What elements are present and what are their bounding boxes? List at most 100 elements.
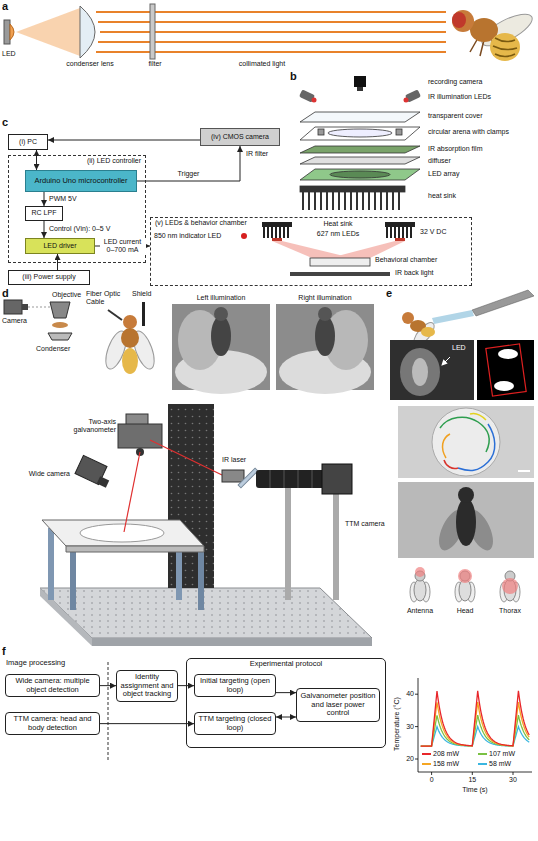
part-label: Heat sink xyxy=(316,220,360,228)
arena-trajectories xyxy=(432,408,500,476)
connector-arrow xyxy=(44,192,45,206)
connector-arrow xyxy=(48,140,200,141)
led-source xyxy=(4,20,10,44)
arena-stack xyxy=(300,169,420,180)
illumination-photos xyxy=(318,307,332,321)
legend-swatch xyxy=(478,763,487,765)
connector-arrow xyxy=(57,254,58,270)
tethered-fly xyxy=(108,310,122,320)
tethered-fly xyxy=(121,328,139,348)
laser-beams xyxy=(124,440,222,532)
box-text: TTM camera: head and body detection xyxy=(9,715,96,732)
led-probe-fly xyxy=(472,290,534,316)
part-label: Camera xyxy=(2,317,34,325)
connector-arrow xyxy=(276,692,296,693)
heat-sink-icons xyxy=(272,238,282,241)
arena-trajectories xyxy=(440,417,489,452)
arena-platform xyxy=(66,546,204,552)
led-photos xyxy=(412,358,428,386)
microscope-schematic xyxy=(48,333,72,340)
microscope-schematic xyxy=(4,300,22,314)
power-supply-box: (iii) Power supply xyxy=(8,270,90,285)
ttm-camera-icon xyxy=(322,464,352,494)
temperature-curves xyxy=(421,691,530,746)
arena-stack xyxy=(396,129,402,135)
box-text: LED driver xyxy=(43,242,76,250)
red-light-cones xyxy=(272,241,405,258)
tick-label: 30 xyxy=(398,723,414,731)
ir-laser-icon xyxy=(222,468,258,488)
tick-label: 20 xyxy=(398,755,414,763)
wide-camera-icon xyxy=(75,455,109,487)
legend-swatch xyxy=(422,763,431,765)
connector-arrow xyxy=(100,723,194,724)
tick-label: 15 xyxy=(464,776,480,784)
box-text: Wide camera: multiple object detection xyxy=(9,677,96,694)
led-photos xyxy=(498,349,518,359)
temperature-curve xyxy=(421,691,530,746)
connector-arrow xyxy=(44,221,45,238)
arena-platform xyxy=(42,520,204,610)
part-label: filter xyxy=(140,60,170,68)
column-heading: Image processing xyxy=(6,659,104,668)
group-heading: (v) LEDs & behavior chamber xyxy=(155,219,467,227)
connector-arrow xyxy=(100,685,116,686)
galvanometer-icon xyxy=(118,414,162,456)
collimated-beam xyxy=(96,51,446,53)
part-label: 850 nm indicator LED xyxy=(154,232,240,240)
led-source xyxy=(16,8,80,56)
illumination-photos xyxy=(211,316,231,356)
microscope-schematic xyxy=(50,302,70,318)
recording-camera-icon xyxy=(354,76,366,91)
fly-drawing xyxy=(452,10,474,32)
legend-swatch xyxy=(478,753,487,755)
arena-trajectories xyxy=(458,424,495,470)
optical-breadboard xyxy=(40,588,372,638)
microcontroller-box: Arduino Uno microcontroller xyxy=(25,170,137,192)
ir-laser-icon xyxy=(222,470,244,482)
led-photos xyxy=(477,340,534,400)
led-photos xyxy=(442,357,450,365)
led-photos xyxy=(494,381,514,391)
led-probe-fly xyxy=(402,290,534,349)
process-box: Identity assignment and object tracking xyxy=(116,670,178,702)
led-photos xyxy=(390,340,474,400)
heat-sink-icons xyxy=(264,227,288,238)
led-source xyxy=(4,8,80,56)
process-box: Initial targeting (open loop) xyxy=(194,674,276,697)
arena-stack xyxy=(328,129,392,137)
filter-plate xyxy=(150,4,155,59)
arena-trajectories xyxy=(470,413,486,420)
ttm-camera-icon xyxy=(285,488,291,600)
arena-stack xyxy=(318,129,324,135)
arena-trajectories xyxy=(518,470,530,472)
ttm-camera-icon xyxy=(333,494,339,600)
led-source xyxy=(10,24,14,40)
condenser-lens-shape xyxy=(80,6,95,58)
part-label: collimated light xyxy=(222,60,302,68)
box-text: Identity assignment and object tracking xyxy=(120,673,174,699)
part-label: IR illumination LEDs xyxy=(428,93,534,101)
indicator-led-dot xyxy=(241,233,247,239)
box-text: Arduino Uno microcontroller xyxy=(35,177,128,186)
process-box: TTM targeting (closed loop) xyxy=(194,712,276,735)
legend-entry: 158 mW xyxy=(422,760,459,768)
arena-stack xyxy=(300,146,420,153)
target-label: Antenna xyxy=(400,607,440,615)
part-label: Wide camera xyxy=(10,470,70,478)
separator-line xyxy=(108,662,109,760)
part-label: LED xyxy=(452,344,472,352)
chart-axes xyxy=(415,694,513,775)
led-probe-fly xyxy=(432,310,474,324)
filter-box: RC LPF xyxy=(25,206,63,221)
box-text: (iii) Power supply xyxy=(22,273,75,281)
box-text: (i) PC xyxy=(19,138,37,146)
arena-trajectories xyxy=(440,413,495,470)
illumination-photos xyxy=(214,307,228,321)
ir-led-icons xyxy=(404,98,409,103)
chamber-and-backlight xyxy=(310,258,370,266)
arena-stack xyxy=(330,171,390,178)
heat-sink-icons xyxy=(395,238,405,241)
part-label: LED xyxy=(2,50,26,58)
